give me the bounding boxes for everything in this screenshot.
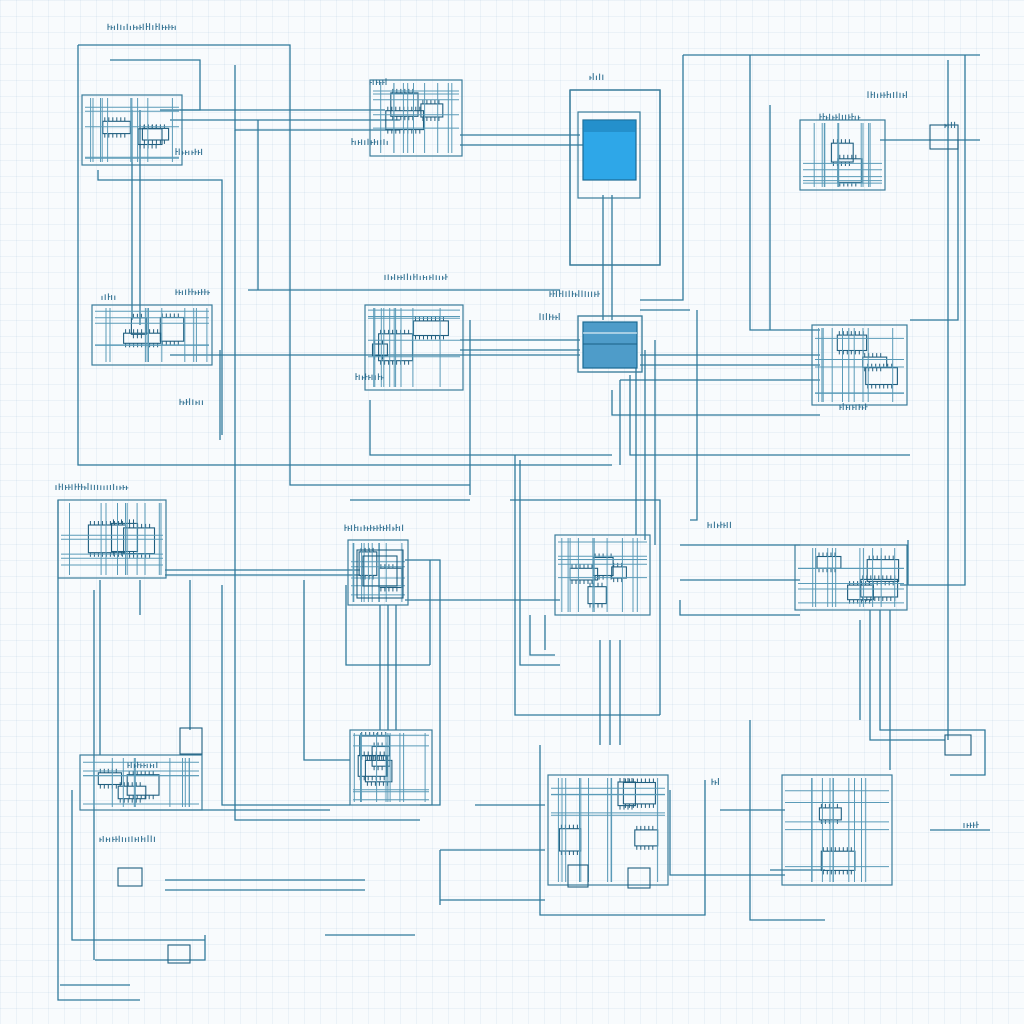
- ic-package: [412, 320, 449, 337]
- m-lower-right: [794, 544, 908, 611]
- ic-package: [126, 774, 160, 796]
- ic-package: [371, 343, 388, 357]
- module-fill-mid: [582, 321, 638, 369]
- ic-package: [866, 559, 900, 582]
- annotation-glyphs: [963, 821, 979, 828]
- m-mid-left: [91, 304, 213, 366]
- ic-package: [364, 759, 393, 783]
- annotation-glyphs: [589, 73, 604, 80]
- annotation-glyphs: [99, 835, 155, 842]
- ic-package: [102, 120, 131, 135]
- annotation-glyphs: [867, 91, 907, 98]
- m-top-left: [81, 94, 183, 166]
- ic-package: [123, 527, 156, 555]
- ic-package: [820, 850, 856, 871]
- m-top-center: [369, 79, 463, 157]
- annotation-glyphs: [839, 403, 868, 410]
- m-bottom-mid: [547, 774, 669, 886]
- m-lower-mid: [554, 534, 651, 616]
- annotation-glyphs: [351, 138, 388, 145]
- ic-package: [137, 128, 163, 146]
- ic-package: [611, 566, 627, 579]
- annotation-glyphs: [539, 313, 560, 320]
- annotation-glyphs: [175, 148, 203, 155]
- ic-package: [385, 110, 425, 131]
- ic-package: [816, 555, 842, 569]
- annotation-glyphs: [127, 761, 158, 768]
- annotation-glyphs: [355, 373, 384, 380]
- ic-package: [634, 829, 659, 847]
- annotation-glyphs: [55, 483, 129, 490]
- m-bottom-left: [79, 754, 203, 811]
- highlighted-module-top: [569, 89, 661, 266]
- annotation-glyphs: [819, 113, 861, 120]
- m-bottom-right: [781, 774, 893, 886]
- annotation-glyphs: [179, 398, 203, 405]
- ic-package: [592, 556, 614, 577]
- ic-package: [159, 316, 185, 342]
- m-mid-center: [364, 304, 464, 391]
- ic-package: [141, 127, 170, 141]
- ic-package: [617, 781, 636, 807]
- component-annotations: [55, 23, 979, 842]
- annotation-glyphs: [101, 293, 116, 300]
- ic-package: [622, 781, 656, 805]
- annotation-glyphs: [944, 121, 956, 128]
- ic-package: [836, 334, 868, 352]
- ic-package: [558, 828, 582, 852]
- m-top-right: [799, 119, 886, 191]
- m-lower-left: [57, 499, 167, 579]
- small-components: [117, 124, 972, 964]
- ic-package: [830, 142, 854, 163]
- ic-package: [587, 586, 607, 605]
- annotation-glyphs: [107, 23, 176, 30]
- annotation-glyphs: [369, 78, 387, 85]
- highlighted-module-mid: [577, 315, 643, 373]
- annotation-glyphs: [711, 778, 719, 785]
- ic-package: [862, 356, 888, 368]
- annotation-glyphs: [384, 273, 448, 280]
- annotation-glyphs: [707, 521, 731, 528]
- ic-package: [860, 578, 899, 598]
- m-bottom-center: [349, 729, 433, 806]
- ic-package: [865, 367, 898, 386]
- annotation-glyphs: [344, 524, 404, 531]
- ic-package: [420, 103, 444, 118]
- m-mid-right: [811, 324, 908, 406]
- annotation-glyphs: [549, 290, 600, 297]
- wiring-layer: [57, 44, 990, 1001]
- ic-package: [97, 772, 123, 786]
- annotation-glyphs: [175, 288, 210, 295]
